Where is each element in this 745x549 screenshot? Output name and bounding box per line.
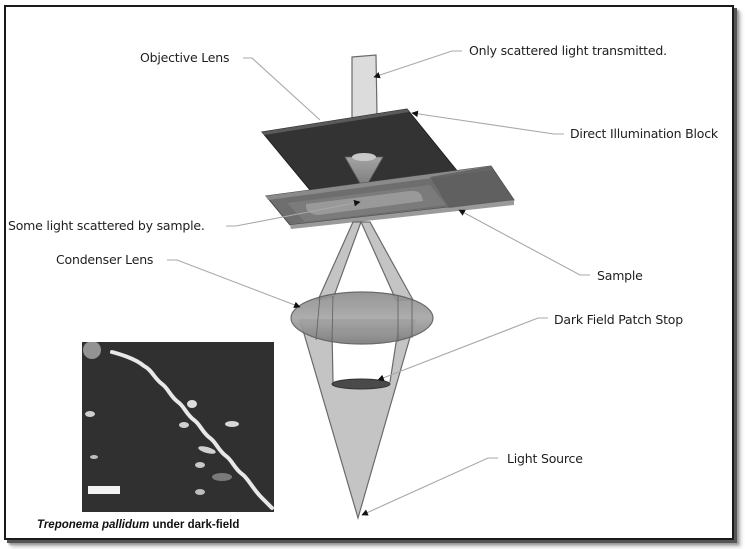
leader-patch-stop (377, 317, 548, 381)
beam-right (360, 221, 415, 301)
micrograph-photo (82, 342, 274, 512)
label-only-scattered-light: Only scattered light transmitted. (469, 43, 667, 58)
photo-caption: Treponema pallidum under dark-field (37, 519, 239, 531)
slide-top-edge (266, 166, 493, 200)
leader-direct-illumination (411, 110, 564, 135)
label-sample: Sample (597, 268, 643, 283)
leader-objective-lens (243, 57, 321, 121)
sample-coverslip (306, 190, 423, 215)
lens-beam-left-a (315, 295, 321, 341)
leader-sample (458, 209, 590, 276)
leader-light-source (361, 457, 498, 516)
label-direct-illumination-block: Direct Illumination Block (570, 126, 718, 141)
slide-front-edge (290, 200, 514, 229)
label-light-source: Light Source (507, 451, 583, 466)
label-objective-lens: Objective Lens (140, 50, 230, 65)
spirochete (110, 350, 274, 510)
caption-rest: under dark-field (149, 519, 240, 531)
condenser-lens (290, 291, 434, 345)
block-edge (262, 109, 409, 135)
label-some-light-scattered: Some light scattered by sample. (8, 218, 205, 233)
micrograph-image (82, 342, 274, 512)
beam-left (316, 221, 362, 301)
scale-bar (88, 486, 120, 494)
leader-some-light (226, 199, 361, 227)
objective-cone-top (352, 153, 376, 161)
lens-beam-left-b (331, 295, 334, 343)
label-dark-field-patch-stop: Dark Field Patch Stop (554, 312, 683, 327)
label-condenser-lens: Condenser Lens (56, 252, 154, 267)
slide-right-shade (430, 166, 514, 208)
leader-condenser-lens (167, 259, 301, 308)
dark-field-patch-stop (331, 378, 391, 390)
leader-only-scattered (373, 50, 462, 79)
caption-species: Treponema pallidum (37, 519, 150, 531)
transmitted-beam (351, 54, 378, 119)
